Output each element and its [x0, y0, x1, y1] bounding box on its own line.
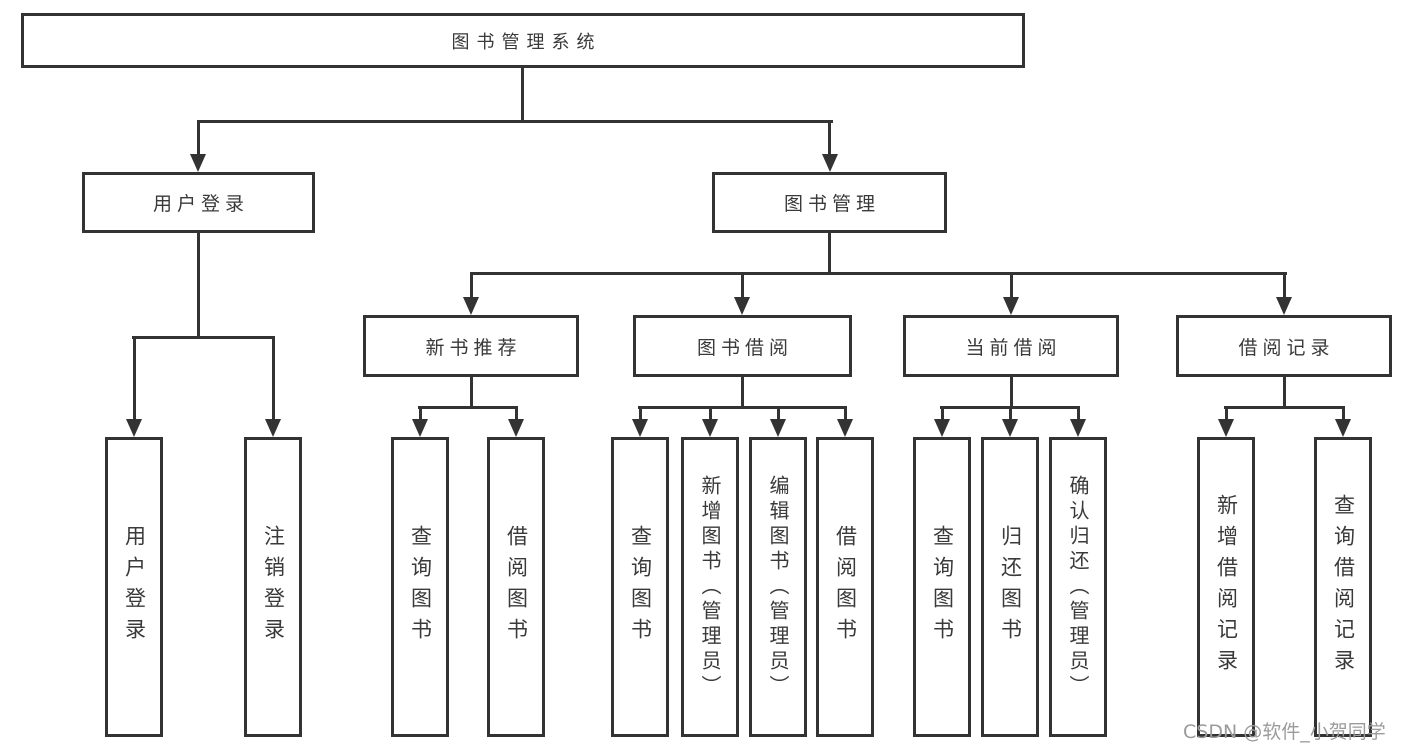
- connector-arrowhead: [126, 419, 142, 437]
- connector-line: [133, 336, 136, 420]
- connector-line: [638, 406, 847, 409]
- node-new-book-recommend-label: 新书推荐: [425, 336, 522, 359]
- node-query-books-borrowing: 查询图书: [611, 437, 669, 737]
- connector-line: [639, 406, 642, 421]
- node-confirm-return-admin-label: 确认归还（管理员）: [1066, 474, 1090, 700]
- connector-line: [1077, 406, 1080, 421]
- node-current-borrowing-label: 当前借阅: [965, 336, 1062, 359]
- connector-line: [1283, 377, 1286, 409]
- connector-line: [470, 272, 473, 299]
- connector-line: [777, 406, 780, 421]
- node-borrow-books-recommend: 借阅图书: [487, 437, 545, 737]
- node-root-label: 图书管理系统: [451, 31, 602, 53]
- connector-line: [132, 336, 274, 339]
- connector-line: [1342, 406, 1345, 421]
- connector-line: [470, 272, 1287, 275]
- node-query-books-recommend-label: 查询图书: [408, 525, 433, 649]
- node-query-books-borrowing-label: 查询图书: [628, 525, 653, 649]
- connector-arrowhead: [1070, 419, 1086, 437]
- connector-line: [828, 120, 831, 156]
- node-user-login-label: 用户登录: [152, 193, 249, 215]
- connector-line: [470, 377, 473, 409]
- connector-line: [272, 336, 275, 420]
- node-add-borrow-record: 新增借阅记录: [1197, 437, 1255, 737]
- connector-arrowhead: [934, 419, 950, 437]
- node-logout-label: 注销登录: [261, 525, 286, 649]
- connector-line: [419, 406, 422, 421]
- node-add-books-admin-label: 新增图书（管理员）: [698, 474, 722, 700]
- connector-arrowhead: [508, 419, 524, 437]
- node-borrow-books-recommend-label: 借阅图书: [504, 525, 529, 649]
- node-root: 图书管理系统: [21, 13, 1025, 68]
- node-book-borrowing-label: 图书借阅: [696, 336, 793, 359]
- csdn-watermark: CSDN @软件_小贺同学: [1183, 721, 1386, 743]
- connector-line: [941, 406, 944, 421]
- node-query-borrow-record: 查询借阅记录: [1314, 437, 1372, 737]
- node-query-books-recommend: 查询图书: [391, 437, 449, 737]
- connector-arrowhead: [463, 297, 479, 315]
- connector-arrowhead: [1276, 297, 1292, 315]
- node-logout: 注销登录: [244, 437, 302, 737]
- node-borrow-books-borrowing-label: 借阅图书: [833, 525, 858, 649]
- connector-arrowhead: [190, 154, 206, 172]
- connector-arrowhead: [1003, 297, 1019, 315]
- node-confirm-return-admin: 确认归还（管理员）: [1049, 437, 1107, 737]
- connector-line: [1010, 377, 1013, 409]
- connector-arrowhead: [632, 419, 648, 437]
- node-user-login: 用户登录: [82, 172, 315, 233]
- node-return-books: 归还图书: [981, 437, 1039, 737]
- node-add-borrow-record-label: 新增借阅记录: [1214, 494, 1239, 680]
- node-edit-books-admin: 编辑图书（管理员）: [749, 437, 807, 737]
- connector-line: [741, 272, 744, 299]
- connector-line: [1009, 406, 1012, 421]
- node-book-management-label: 图书管理: [783, 193, 880, 215]
- connector-arrowhead: [702, 419, 718, 437]
- node-user-login-leaf: 用户登录: [105, 437, 163, 737]
- connector-line: [1010, 272, 1013, 299]
- connector-arrowhead: [1218, 419, 1234, 437]
- connector-line: [844, 406, 847, 421]
- connector-line: [418, 406, 518, 409]
- node-add-books-admin: 新增图书（管理员）: [681, 437, 739, 737]
- connector-arrowhead: [1002, 419, 1018, 437]
- node-query-books-current: 查询图书: [913, 437, 971, 737]
- connector-arrowhead: [822, 154, 838, 172]
- node-current-borrowing: 当前借阅: [903, 315, 1119, 377]
- connector-arrowhead: [770, 419, 786, 437]
- connector-line: [197, 120, 833, 123]
- node-new-book-recommend: 新书推荐: [363, 315, 579, 377]
- node-edit-books-admin-label: 编辑图书（管理员）: [766, 474, 790, 700]
- connector-line: [709, 406, 712, 421]
- connector-line: [828, 233, 831, 272]
- connector-line: [741, 377, 744, 409]
- connector-arrowhead: [412, 419, 428, 437]
- node-borrowing-records-label: 借阅记录: [1238, 336, 1335, 359]
- node-borrow-books-borrowing: 借阅图书: [816, 437, 874, 737]
- node-query-books-current-label: 查询图书: [930, 525, 955, 649]
- node-user-login-leaf-label: 用户登录: [122, 525, 147, 649]
- connector-line: [197, 233, 200, 336]
- connector-arrowhead: [1335, 419, 1351, 437]
- node-return-books-label: 归还图书: [998, 525, 1023, 649]
- connector-line: [1283, 272, 1286, 299]
- node-book-management: 图书管理: [712, 172, 947, 233]
- node-query-borrow-record-label: 查询借阅记录: [1331, 494, 1356, 680]
- connector-line: [1225, 406, 1228, 421]
- node-book-borrowing: 图书借阅: [633, 315, 852, 377]
- connector-line: [521, 68, 524, 120]
- connector-line: [197, 120, 200, 156]
- node-borrowing-records: 借阅记录: [1176, 315, 1392, 377]
- connector-arrowhead: [734, 297, 750, 315]
- connector-arrowhead: [265, 419, 281, 437]
- connector-line: [1224, 406, 1345, 409]
- connector-arrowhead: [837, 419, 853, 437]
- connector-line: [515, 406, 518, 421]
